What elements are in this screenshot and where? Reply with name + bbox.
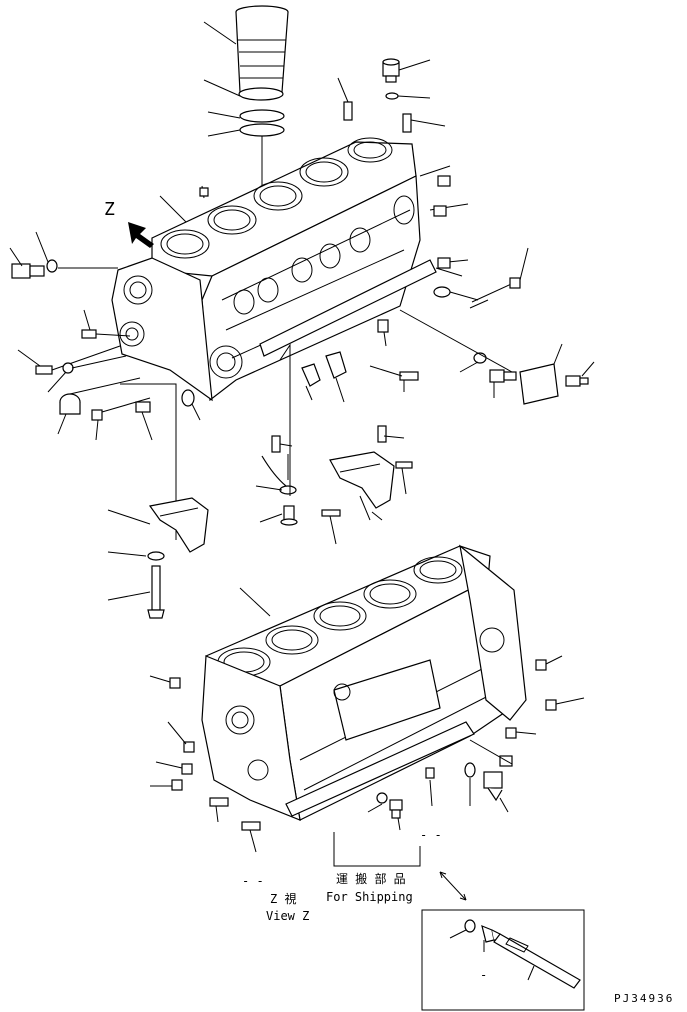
dowel-left-2 <box>35 365 53 375</box>
pin-middle <box>321 509 341 517</box>
bolt-lower-left-3 <box>181 763 193 775</box>
dowel-lower-center-1 <box>425 767 435 779</box>
upper-cylinder-block <box>111 137 437 402</box>
bolt-top-block <box>199 187 209 197</box>
plug-lower-center <box>389 799 403 819</box>
main-cap-bolt <box>147 565 165 619</box>
plug-block-right-4 <box>433 286 451 298</box>
expansion-plug-left <box>59 393 81 415</box>
washer-left-top <box>46 259 58 273</box>
oil-jet-plug <box>509 277 521 289</box>
dowel-left-3 <box>135 401 151 413</box>
dowel-middle-right <box>377 425 387 443</box>
pin-middle-right <box>395 461 413 469</box>
dowel-pin-top-center <box>343 101 353 121</box>
bracket-clip-1 <box>301 363 321 387</box>
liner-o-ring-2 <box>239 123 285 137</box>
cover-plate <box>519 363 559 405</box>
pin-lower-left-1 <box>209 797 229 807</box>
view-z-arrow <box>128 222 154 248</box>
bolt-lower-right-3 <box>505 727 517 739</box>
dowel-middle <box>271 435 281 453</box>
washer-lower-right <box>464 762 476 778</box>
bolt-lower-left-2 <box>183 741 195 753</box>
main-bearing-cap-left <box>148 497 209 553</box>
plug-block-right-3 <box>437 257 451 269</box>
plug-block-right-1 <box>437 175 451 187</box>
shipping-caption-jp: 運 搬 部 品 <box>336 872 406 886</box>
view-z-caption: Z 視 <box>270 892 297 906</box>
thrust-washer-left <box>261 455 297 495</box>
washer-middle-left <box>147 551 165 561</box>
plug-left-1 <box>62 362 74 374</box>
dash-label-shipping: - - <box>420 828 442 842</box>
dowel-pin-top-right <box>402 113 412 133</box>
dowel-lower-center-2 <box>376 792 388 804</box>
lower-cylinder-block <box>201 544 527 821</box>
view-z-inset <box>421 909 585 1011</box>
bolt-lower-right-1 <box>535 659 547 671</box>
bolt-cover <box>489 369 517 383</box>
main-bearing-cap-right <box>329 451 395 509</box>
dash-label-bottom-left: - - <box>242 874 264 888</box>
plug-large-lower-right <box>483 771 503 802</box>
view-z-marker: Z <box>104 199 115 220</box>
view-z-caption-en: View Z <box>266 909 310 923</box>
washer-top-right <box>385 92 399 100</box>
bolt-middle <box>280 505 298 526</box>
bolt-left-top <box>11 263 45 279</box>
bolt-lower-right-2 <box>545 699 557 711</box>
dowel-block-center <box>377 319 389 333</box>
bolt-lower-left-1 <box>169 677 181 689</box>
bolt-cover-right <box>565 375 589 387</box>
cylinder-liner <box>235 5 289 101</box>
bolt-right-middle <box>399 371 419 381</box>
dowel-left-1 <box>81 329 97 339</box>
bracket-clip-2 <box>325 351 347 379</box>
plug-top-right <box>382 58 400 83</box>
plug-left-2 <box>91 409 103 421</box>
plug-left-3 <box>181 389 195 407</box>
pin-lower-left-2 <box>241 821 261 831</box>
liner-o-ring-1 <box>239 109 285 123</box>
shipping-caption-en: For Shipping <box>326 890 413 904</box>
drawing-code: PJ34936 <box>614 992 675 1005</box>
plug-block-right-2 <box>433 205 447 217</box>
bolt-lower-left-4 <box>171 779 183 791</box>
dash-label-inset: - <box>480 968 488 982</box>
